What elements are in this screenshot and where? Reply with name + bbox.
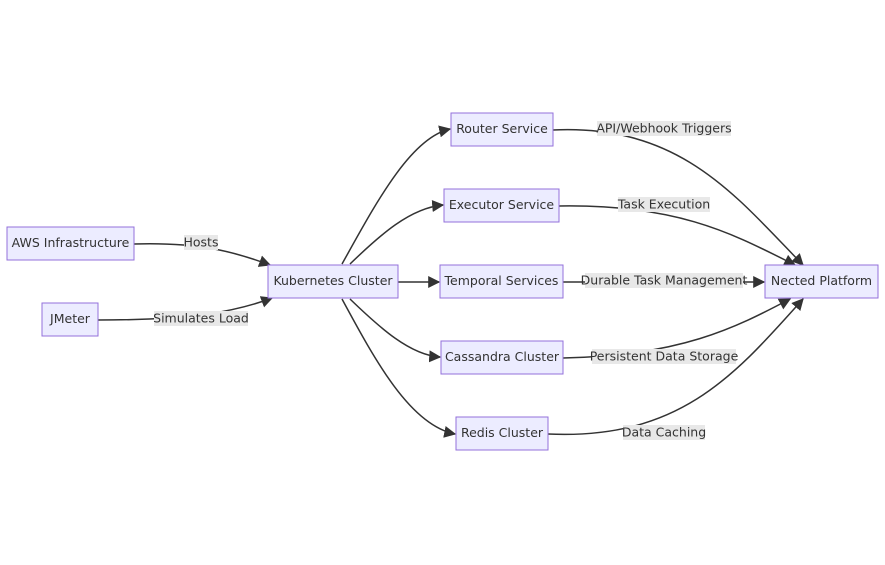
edge-label-hosts-text: Hosts <box>184 235 219 250</box>
node-nected-platform-label: Nected Platform <box>771 273 872 288</box>
node-temporal-services[interactable]: Temporal Services <box>439 264 564 299</box>
edge-kubernetes-to-redis <box>341 298 457 438</box>
node-redis-cluster-label: Redis Cluster <box>461 425 544 440</box>
edge-executor-to-nected <box>558 205 797 266</box>
node-kubernetes-cluster[interactable]: Kubernetes Cluster <box>267 264 399 299</box>
node-router-service-label: Router Service <box>456 121 548 136</box>
node-executor-service-label: Executor Service <box>449 197 555 212</box>
edge-label-task-execution-text: Task Execution <box>617 197 710 212</box>
edge-label-simulates-load-text: Simulates Load <box>153 311 249 326</box>
node-jmeter-label: JMeter <box>49 311 91 326</box>
node-kubernetes-cluster-label: Kubernetes Cluster <box>273 273 393 288</box>
node-redis-cluster[interactable]: Redis Cluster <box>455 416 549 451</box>
edge-label-durable-task: Durable Task Management <box>581 273 748 288</box>
node-aws-infrastructure-label: AWS Infrastructure <box>12 235 130 250</box>
edge-kubernetes-to-executor <box>349 200 445 265</box>
edge-label-task-execution: Task Execution <box>617 197 710 212</box>
node-jmeter[interactable]: JMeter <box>41 302 99 337</box>
edge-label-persistent-storage-text: Persistent Data Storage <box>590 349 739 364</box>
edge-label-data-caching-text: Data Caching <box>622 425 706 440</box>
edge-label-data-caching: Data Caching <box>622 425 706 440</box>
edge-kubernetes-to-cassandra <box>349 298 442 363</box>
node-executor-service[interactable]: Executor Service <box>443 188 560 223</box>
node-cassandra-cluster[interactable]: Cassandra Cluster <box>440 340 564 375</box>
edge-label-api-webhook-text: API/Webhook Triggers <box>596 121 731 136</box>
node-nected-platform[interactable]: Nected Platform <box>764 264 879 299</box>
node-cassandra-cluster-label: Cassandra Cluster <box>445 349 560 364</box>
node-aws-infrastructure[interactable]: AWS Infrastructure <box>6 226 135 261</box>
edge-label-durable-task-text: Durable Task Management <box>581 273 748 288</box>
node-temporal-services-label: Temporal Services <box>444 273 559 288</box>
node-router-service[interactable]: Router Service <box>450 112 554 147</box>
edge-kubernetes-to-router <box>341 125 452 265</box>
edge-label-api-webhook: API/Webhook Triggers <box>596 121 732 136</box>
edge-redis-to-nected <box>547 298 804 436</box>
edge-label-simulates-load: Simulates Load <box>153 311 249 326</box>
edge-label-persistent-storage: Persistent Data Storage <box>590 349 739 364</box>
edge-label-hosts: Hosts <box>184 235 219 250</box>
